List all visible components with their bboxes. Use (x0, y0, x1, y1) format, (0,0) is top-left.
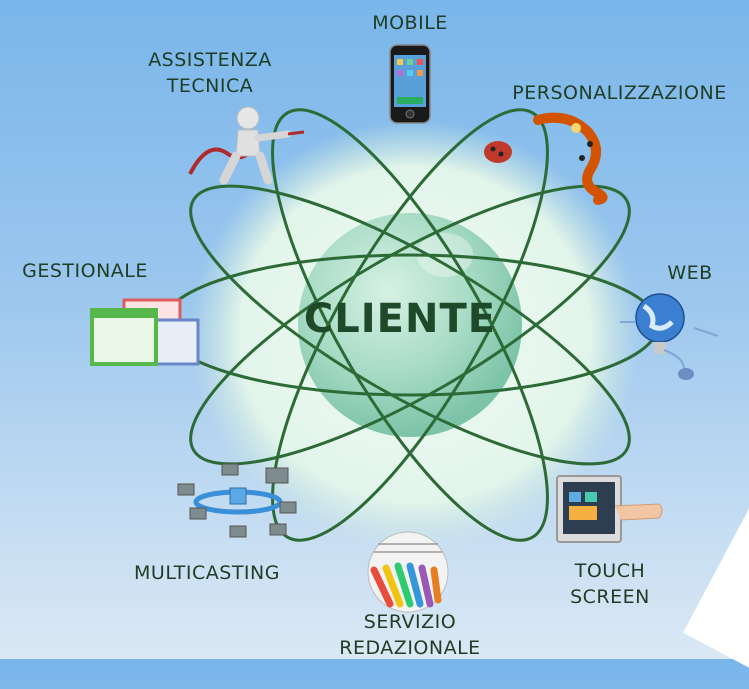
touchscreen-icon (556, 475, 663, 543)
diagram: CLIENTE MOBILE ASSISTENZA TECNICA PERSON… (5, 10, 749, 661)
smartphone-icon (389, 44, 431, 124)
gestionale-text: GESTIONALE (22, 260, 148, 282)
servizio-line1: SERVIZIO (363, 611, 457, 633)
pencils-newspaper-icon (367, 531, 449, 613)
node-personalizzazione-label: PERSONALIZZAZIONE (490, 80, 749, 106)
orbit-steep-a (189, 184, 631, 466)
chameleon-icon (484, 112, 608, 205)
node-servizio-label: SERVIZIO REDAZIONALE (320, 609, 500, 661)
node-multicasting-label: MULTICASTING (112, 560, 302, 586)
mobile-text: MOBILE (372, 12, 448, 34)
multicasting-text: MULTICASTING (134, 562, 280, 584)
touch-line1: TOUCH (574, 560, 646, 582)
technician-icon (188, 106, 305, 185)
servizio-line2: REDAZIONALE (339, 637, 481, 659)
web-text: WEB (667, 262, 713, 284)
assistenza-line1: ASSISTENZA (148, 49, 272, 71)
node-touch-label: TOUCH SCREEN (545, 558, 675, 610)
windows-icon (90, 298, 200, 366)
assistenza-line2: TECNICA (166, 75, 254, 97)
node-assistenza-label: ASSISTENZA TECNICA (130, 47, 290, 99)
touch-line2: SCREEN (570, 586, 650, 608)
node-web-label: WEB (650, 260, 730, 286)
node-mobile-label: MOBILE (350, 10, 470, 36)
orbit-diagonal-b (271, 108, 549, 542)
orbit-steep-b (189, 184, 631, 466)
node-gestionale-label: GESTIONALE (5, 258, 165, 284)
center-label: CLIENTE (303, 296, 497, 342)
globe-mouse-icon (620, 293, 719, 380)
center-sphere (298, 213, 522, 437)
personalizzazione-text: PERSONALIZZAZIONE (512, 82, 727, 104)
network-icon (177, 463, 297, 538)
orbit-diagonal-a (271, 108, 549, 542)
